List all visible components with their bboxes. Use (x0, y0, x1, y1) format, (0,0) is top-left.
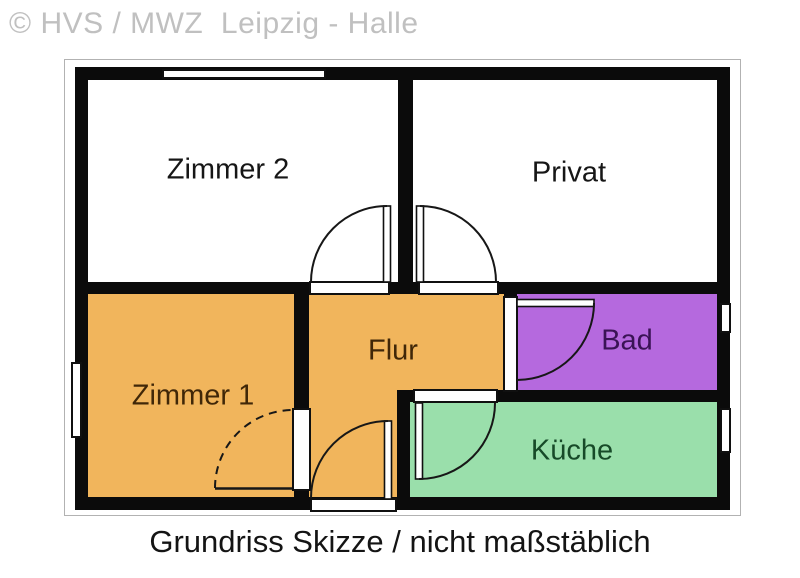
window-right-kueche (720, 408, 731, 453)
door-gap-kueche (413, 389, 498, 403)
window-right-bad (720, 303, 731, 333)
window-left-zimmer1 (71, 362, 82, 438)
room-flur-floor-lower (309, 390, 397, 497)
room-label-kueche: Küche (530, 434, 614, 467)
caption-text: Grundriss Skizze / nicht maßstäblich (149, 524, 651, 559)
door-gap-privat (418, 281, 499, 295)
copyright-text: © HVS / MWZ Leipzig - Halle (9, 7, 419, 40)
room-label-bad: Bad (601, 324, 653, 357)
room-flur-floor-upper (309, 294, 504, 390)
room-label-privat: Privat (531, 156, 607, 189)
door-gap-zimmer2 (309, 281, 390, 295)
plan-outline (64, 59, 741, 516)
window-top-zimmer2 (162, 69, 326, 79)
room-label-zimmer2: Zimmer 2 (166, 153, 290, 186)
door-gap-entry (310, 498, 397, 512)
room-label-zimmer1: Zimmer 1 (131, 379, 255, 412)
door-gap-bad (503, 296, 518, 392)
room-label-flur: Flur (368, 334, 418, 367)
door-gap-zimmer1 (292, 408, 311, 491)
